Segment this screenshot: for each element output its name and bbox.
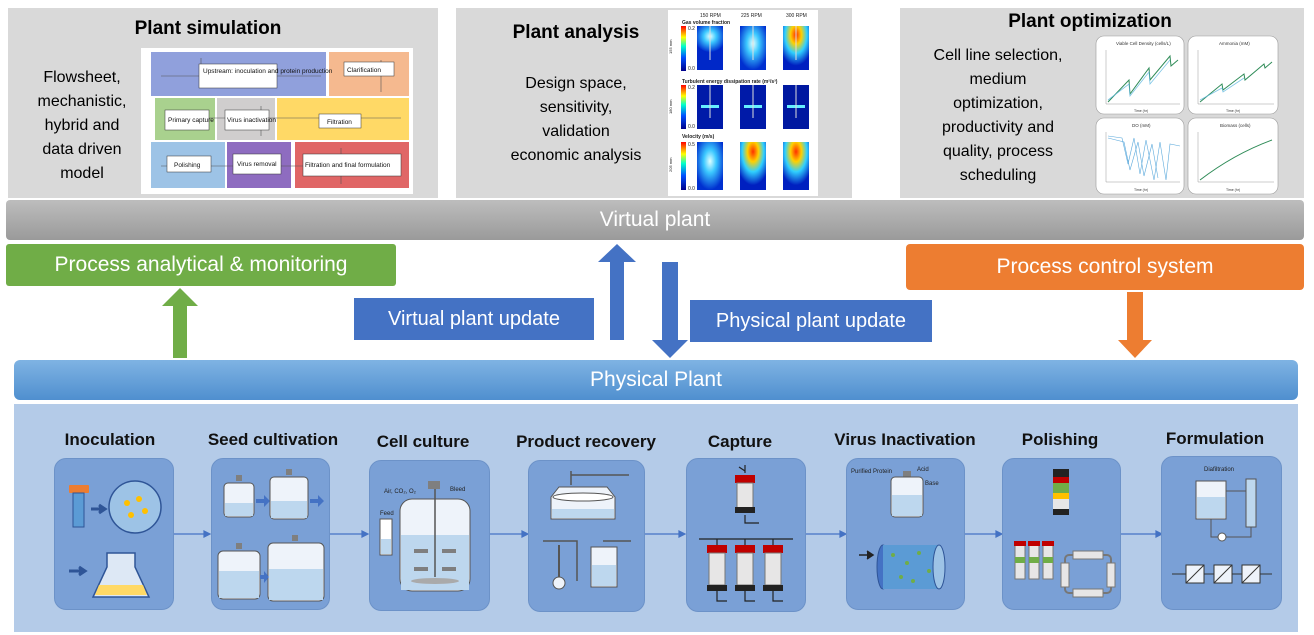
plant-optimization-description: Cell line selection, medium optimization… — [933, 47, 1063, 184]
cell-culture-gas-label: Air, CO₂, O₂ — [384, 489, 417, 495]
flowsheet-block-filtration: Filtration — [327, 119, 352, 126]
product-recovery-icon — [543, 471, 631, 590]
physical-plant-label: Physical Plant — [590, 368, 722, 391]
virus-inactivation-protein-label: Purified Protein — [851, 469, 892, 475]
flowsheet-block-virus-inactivation: Virus inactivation — [227, 117, 276, 124]
physical-plant-bar: Physical Plant — [14, 360, 1298, 400]
virus-inactivation-acid-label: Acid — [917, 467, 929, 473]
cell-culture-icon: Air, CO₂, O₂ Bleed Feed — [379, 481, 471, 592]
cell-culture-feed-label: Feed — [380, 511, 394, 517]
plant-optimization-panel: Plant optimization Cell line selection, … — [900, 8, 1304, 198]
physical-plant-update-label: Physical plant update — [715, 309, 907, 332]
rpm-label-300: 300 RPM — [786, 13, 807, 19]
process-analytical-monitoring-box: Process analytical & monitoring — [6, 244, 396, 286]
formulation-icon: Diafiltration — [1172, 467, 1272, 584]
polishing-icon — [1014, 469, 1116, 598]
plant-analysis-title: Plant analysis — [512, 22, 640, 43]
size-label-180: 180 mm — [668, 99, 673, 114]
flowsheet-block-primary-capture: Primary capture — [168, 117, 214, 124]
virus-inactivation-base-label: Base — [925, 481, 939, 487]
plant-analysis-description: Design space, sensitivity, validation ec… — [510, 75, 642, 164]
optimization-plots: Viable Cell Density (cells/L) Ammonia (m… — [1095, 35, 1279, 195]
plot-xlabel-2: Time (hr) — [1226, 109, 1240, 113]
process-analytical-label: Process analytical & monitoring — [54, 253, 348, 276]
virtual-update-arrow — [598, 244, 636, 340]
stage-title-capture: Capture — [707, 432, 773, 451]
stage-title-product-recovery: Product recovery — [516, 432, 656, 451]
scale-min-2: 0.0 — [688, 124, 695, 130]
stage-title-polishing: Polishing — [1021, 430, 1099, 449]
physical-plant-update-box: Physical plant update — [690, 300, 932, 342]
seed-cultivation-icon — [217, 469, 325, 602]
process-control-system-box: Process control system — [906, 244, 1304, 290]
plant-simulation-panel: Plant simulation Flowsheet, mechanistic,… — [8, 8, 438, 198]
flowsheet-block-polishing: Polishing — [174, 162, 201, 169]
plant-simulation-description: Flowsheet, mechanistic, hybrid and data … — [37, 69, 127, 182]
flowsheet-block-upstream: Upstream: inoculation and protein produc… — [203, 68, 333, 75]
plot-title-do: DO (mM) — [1132, 123, 1151, 128]
stage-box-product-recovery — [528, 460, 645, 612]
row-title-velocity: Velocity (m/s) — [682, 134, 715, 140]
stage-title-inoculation: Inoculation — [64, 430, 156, 449]
plot-xlabel-1: Time (hr) — [1134, 109, 1148, 113]
stage-title-cell-culture: Cell culture — [376, 432, 470, 451]
stage-title-formulation: Formulation — [1165, 429, 1265, 448]
cell-culture-bleed-label: Bleed — [450, 487, 465, 493]
plot-title-ammonia: Ammonia (mM) — [1219, 41, 1250, 46]
stage-title-seed-cultivation: Seed cultivation — [207, 430, 339, 449]
stage-title-virus-inactivation: Virus Inactivation — [834, 430, 976, 449]
scale-max-1: 0.2 — [688, 26, 695, 32]
size-label-205: 205 mm — [668, 157, 673, 172]
formulation-diafiltration-label: Diafiltration — [1204, 467, 1234, 473]
plot-title-vcd: Viable Cell Density (cells/L) — [1116, 41, 1171, 46]
scale-min-3: 0.0 — [688, 186, 695, 192]
stage-box-virus-inactivation: Purified Protein Acid Base — [846, 458, 965, 610]
scale-max-2: 0.2 — [688, 85, 695, 91]
virtual-plant-label: Virtual plant — [599, 208, 711, 231]
virtual-plant-update-label: Virtual plant update — [388, 307, 560, 330]
plot-title-biomass: Biomass (cells) — [1220, 123, 1251, 128]
plot-xlabel-4: Time (hr) — [1226, 188, 1240, 192]
virtual-plant-bar: Virtual plant — [6, 200, 1304, 240]
flowsheet-image: Upstream: inoculation and protein produc… — [141, 48, 413, 194]
row-title-turbulent: Turbulent energy dissipation rate (m²/s³… — [682, 79, 778, 85]
stage-box-polishing — [1002, 458, 1121, 610]
orange-down-arrow — [1118, 292, 1152, 358]
flowsheet-block-filtration-formulation: Filtration and final formulation — [305, 162, 391, 169]
green-up-arrow — [162, 288, 198, 358]
plot-xlabel-3: Time (hr) — [1134, 188, 1148, 192]
cfd-contour-image: 150 RPM 225 RPM 300 RPM Gas volume fract… — [668, 10, 818, 196]
inoculation-icon — [69, 480, 162, 598]
physical-update-arrow — [652, 262, 688, 358]
flowsheet-block-virus-removal: Virus removal — [237, 161, 277, 168]
stage-box-capture — [686, 458, 806, 612]
scale-min-1: 0.0 — [688, 66, 695, 72]
plant-simulation-title: Plant simulation — [134, 18, 282, 39]
virtual-plant-update-box: Virtual plant update — [354, 298, 594, 340]
size-label-155: 155 mm — [668, 39, 673, 54]
stage-box-formulation: Diafiltration — [1161, 456, 1282, 610]
rpm-label-225: 225 RPM — [741, 13, 762, 19]
stage-box-cell-culture: Air, CO₂, O₂ Bleed Feed — [369, 460, 490, 611]
plant-analysis-panel: Plant analysis Design space, sensitivity… — [456, 8, 852, 198]
process-control-label: Process control system — [996, 255, 1214, 278]
row-title-gas: Gas volume fraction — [682, 20, 730, 26]
scale-max-3: 0.5 — [688, 142, 695, 148]
capture-icon — [699, 465, 793, 602]
virus-inactivation-icon: Purified Protein Acid Base — [851, 467, 946, 590]
stage-box-inoculation — [54, 458, 174, 610]
stage-box-seed-cultivation — [211, 458, 330, 610]
flowsheet-block-clarification: Clarification — [347, 67, 381, 74]
rpm-label-150: 150 RPM — [700, 13, 721, 19]
plant-optimization-title: Plant optimization — [1008, 11, 1172, 32]
